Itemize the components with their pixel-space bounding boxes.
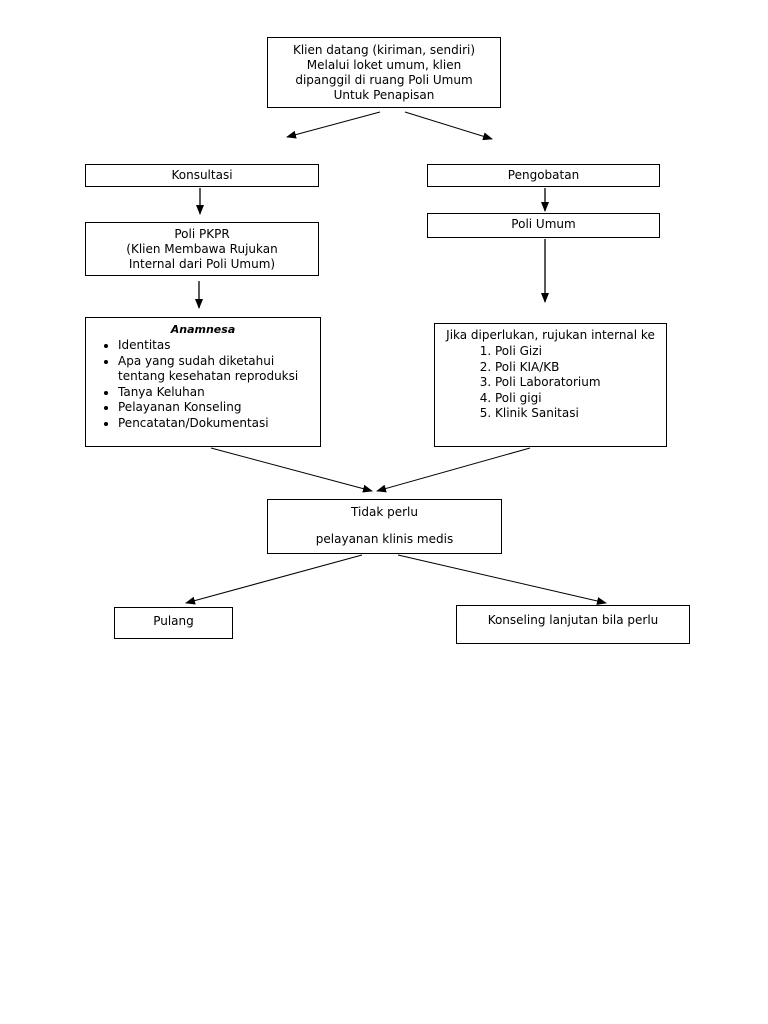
node-rujukan-internal: Jika diperlukan, rujukan internal ke Pol… <box>434 323 667 447</box>
arrow-tidak-perlu-to-lanjutan <box>397 554 607 605</box>
anamnesa-list: Identitas Apa yang sudah diketahui tenta… <box>92 338 314 431</box>
rujukan-item: Klinik Sanitasi <box>495 406 658 422</box>
node-klien-datang: Klien datang (kiriman, sendiri) Melalui … <box>267 37 501 108</box>
anamnesa-item: Identitas <box>118 338 314 354</box>
arrow-start-to-pengobatan <box>404 111 493 141</box>
rujukan-item: Poli KIA/KB <box>495 360 658 376</box>
anamnesa-item: Apa yang sudah diketahui tentang kesehat… <box>118 354 314 385</box>
node-konsultasi: Konsultasi <box>85 164 319 187</box>
rujukan-item: Poli gigi <box>495 391 658 407</box>
rujukan-item: Poli Gizi <box>495 344 658 360</box>
anamnesa-item: Tanya Keluhan <box>118 385 314 401</box>
anamnesa-item: Pelayanan Konseling <box>118 400 314 416</box>
tidak-perlu-line1: Tidak perlu <box>351 505 418 519</box>
node-pengobatan: Pengobatan <box>427 164 660 187</box>
arrow-rujukan-to-tidak-perlu <box>376 447 531 493</box>
anamnesa-title: Anamnesa <box>170 323 236 336</box>
arrow-tidak-perlu-to-pulang <box>185 554 363 605</box>
rujukan-list: Poli Gizi Poli KIA/KB Poli Laboratorium … <box>443 344 658 422</box>
node-konseling-lanjutan: Konseling lanjutan bila perlu <box>456 605 690 644</box>
node-poli-umum: Poli Umum <box>427 213 660 238</box>
rujukan-item: Poli Laboratorium <box>495 375 658 391</box>
anamnesa-item: Pencatatan/Dokumentasi <box>118 416 314 432</box>
arrow-anamnesa-to-tidak-perlu <box>210 447 373 493</box>
rujukan-heading: Jika diperlukan, rujukan internal ke <box>446 328 655 342</box>
node-anamnesa: Anamnesa Identitas Apa yang sudah diketa… <box>85 317 321 447</box>
node-tidak-perlu: Tidak perlu pelayanan klinis medis <box>267 499 502 554</box>
tidak-perlu-line2: pelayanan klinis medis <box>315 532 454 546</box>
node-poli-pkpr: Poli PKPR (Klien Membawa Rujukan Interna… <box>85 222 319 276</box>
node-pulang: Pulang <box>114 607 233 639</box>
arrow-start-to-konsultasi <box>286 111 381 139</box>
